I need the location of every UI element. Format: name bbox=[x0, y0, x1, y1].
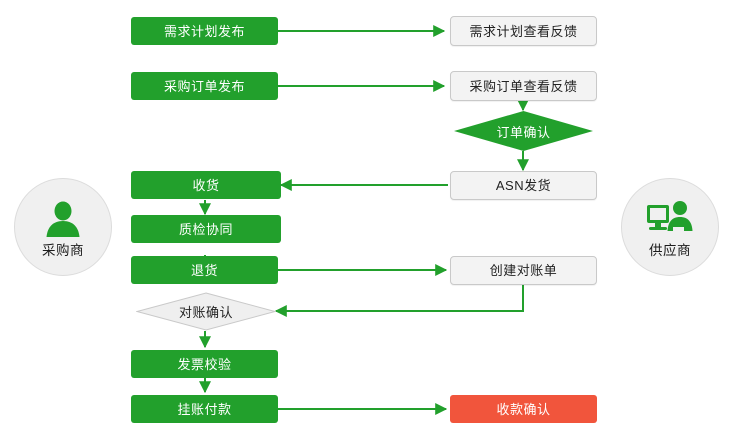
node-invoice-verify[interactable]: 发票校验 bbox=[131, 350, 278, 378]
node-demand-plan-publish[interactable]: 需求计划发布 bbox=[131, 17, 278, 45]
node-quality-collab-label: 质检协同 bbox=[178, 221, 233, 237]
node-order-confirm[interactable]: 订单确认 bbox=[454, 111, 593, 151]
node-asn-ship-label: ASN发货 bbox=[495, 178, 552, 193]
node-receipt-confirm-label: 收款确认 bbox=[496, 401, 551, 417]
node-invoice-verify-label: 发票校验 bbox=[177, 356, 232, 372]
node-po-feedback[interactable]: 采购订单查看反馈 bbox=[450, 71, 597, 101]
node-create-statement-label: 创建对账单 bbox=[489, 263, 558, 278]
node-statement-confirm-label: 对账确认 bbox=[178, 305, 233, 320]
node-statement-confirm[interactable]: 对账确认 bbox=[136, 292, 276, 331]
node-order-confirm-label: 订单确认 bbox=[496, 124, 551, 140]
node-receive-goods-label: 收货 bbox=[192, 177, 220, 193]
node-po-publish-label: 采购订单发布 bbox=[163, 78, 245, 94]
node-po-publish[interactable]: 采购订单发布 bbox=[131, 72, 278, 100]
node-receipt-confirm[interactable]: 收款确认 bbox=[450, 395, 597, 423]
node-demand-plan-feedback-label: 需求计划查看反馈 bbox=[469, 23, 578, 39]
actor-supplier-label: 供应商 bbox=[649, 242, 691, 258]
person-icon bbox=[39, 196, 87, 238]
person-at-computer-icon bbox=[646, 196, 694, 238]
node-receive-goods[interactable]: 收货 bbox=[131, 171, 281, 199]
node-asn-ship[interactable]: ASN发货 bbox=[450, 171, 597, 200]
node-return-goods-label: 退货 bbox=[190, 262, 218, 278]
node-demand-plan-publish-label: 需求计划发布 bbox=[163, 23, 245, 39]
node-return-goods[interactable]: 退货 bbox=[131, 256, 278, 284]
actor-supplier[interactable]: 供应商 bbox=[621, 178, 719, 276]
node-create-statement[interactable]: 创建对账单 bbox=[450, 256, 597, 285]
node-demand-plan-feedback[interactable]: 需求计划查看反馈 bbox=[450, 16, 597, 46]
edge-create-statement-to-statement-confirm bbox=[274, 285, 524, 317]
actor-buyer[interactable]: 采购商 bbox=[14, 178, 112, 276]
node-payable-payment-label: 挂账付款 bbox=[177, 401, 232, 417]
node-payable-payment[interactable]: 挂账付款 bbox=[131, 395, 278, 423]
node-quality-collab[interactable]: 质检协同 bbox=[131, 215, 281, 243]
actor-buyer-label: 采购商 bbox=[42, 242, 84, 258]
node-po-feedback-label: 采购订单查看反馈 bbox=[469, 78, 578, 94]
